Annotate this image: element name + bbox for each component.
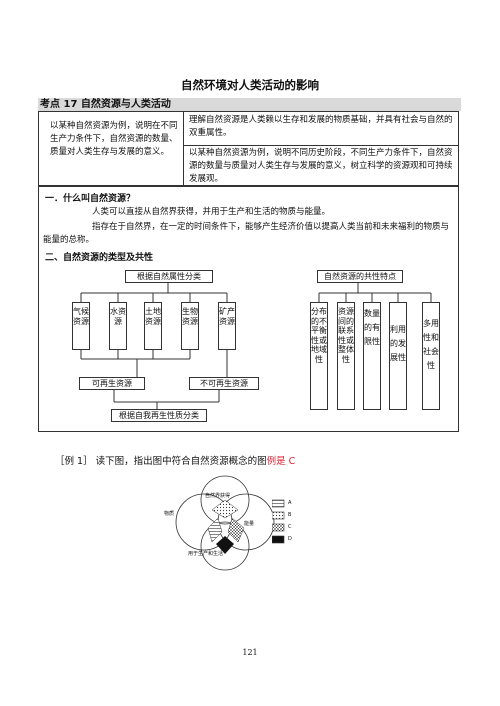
legend-b: B: [288, 512, 292, 518]
content-box: 一．什么叫自然资源？ 人类可以直接从自然界获得，并用于生产和生活的物质与能量。 …: [38, 186, 459, 432]
venn-label-energy: 能量: [244, 521, 255, 527]
legend-d: D: [288, 536, 292, 542]
example-1-prefix: ［例 1］ 读下图，指出图中符合自然资源概念的图: [55, 456, 267, 467]
trait-interconnection: 资源间的联系性或整体性: [337, 302, 355, 410]
common-traits-label: 自然资源的共性特点: [317, 270, 403, 283]
legend-a: A: [288, 500, 292, 506]
page-title: 自然环境对人类活动的影响: [181, 78, 319, 92]
classification-diagram-lines: [80, 283, 432, 409]
resource-water: 水资源: [109, 302, 127, 350]
trait-developmental-use: 利用的发展性: [389, 302, 407, 410]
example-1-question: ［例 1］ 读下图，指出图中符合自然资源概念的图例是 C: [55, 453, 295, 467]
definition-2: 指存在于自然界，在一定的时间条件下，能够产生经济价值以提高人类当前和未来福利的物…: [43, 222, 450, 245]
section-heading: 考点 17 自然资源与人类活动: [38, 98, 461, 111]
definition-1: 人类可以直接从自然界获得，并用于生产和生活的物质与能量。: [92, 207, 331, 217]
example-1-answer: 例是 C: [266, 456, 296, 467]
venn-legend-swatches: [272, 499, 285, 544]
venn-label-matter: 物质: [164, 511, 175, 517]
resource-biological: 生物资源: [181, 302, 199, 350]
self-regeneration-classification-label: 根据自我再生性质分类: [111, 409, 207, 422]
venn-diagram: [175, 475, 275, 571]
resource-land: 土地资源: [144, 302, 162, 350]
objectives-table: 以某种自然资源为例，说明在不同生产力条件下，自然资源的数量、质量对人类生存与发展…: [38, 111, 459, 186]
legend-c: C: [288, 524, 292, 530]
objectives-right-cell-1: 理解自然资源是人类赖以生存和发展的物质基础，并具有社会与自然的双重属性。: [184, 112, 458, 146]
question-2-heading: 二、自然资源的类型及共性: [45, 253, 154, 263]
question-1-heading: 一．什么叫自然资源？: [45, 194, 136, 204]
trait-uneven-distribution: 分布的不平衡性或地域性: [310, 302, 328, 410]
objectives-left-cell: 以某种自然资源为例，说明在不同生产力条件下，自然资源的数量、质量对人类生存与发展…: [39, 112, 184, 185]
natural-attribute-classification-label: 根据自然属性分类: [125, 270, 213, 283]
objectives-right-cell-2: 以某种自然资源为例，说明不同历史阶段，不同生产力条件下，自然资源的数量与质量对人…: [189, 148, 453, 184]
page-number: 121: [242, 648, 258, 657]
resource-mineral: 矿产资源: [218, 302, 236, 350]
nonrenewable-resources-label: 不可再生资源: [189, 377, 259, 390]
renewable-resources-label: 可再生资源: [79, 377, 145, 390]
trait-limited-quantity: 数量的有限性: [363, 302, 381, 410]
venn-label-nature: 自然界获得: [205, 493, 231, 499]
venn-label-production-use: 用于生产和生活: [188, 551, 224, 557]
resource-climate: 气候资源: [72, 302, 90, 350]
trait-multi-use-social: 多用性和社会性: [422, 302, 440, 410]
